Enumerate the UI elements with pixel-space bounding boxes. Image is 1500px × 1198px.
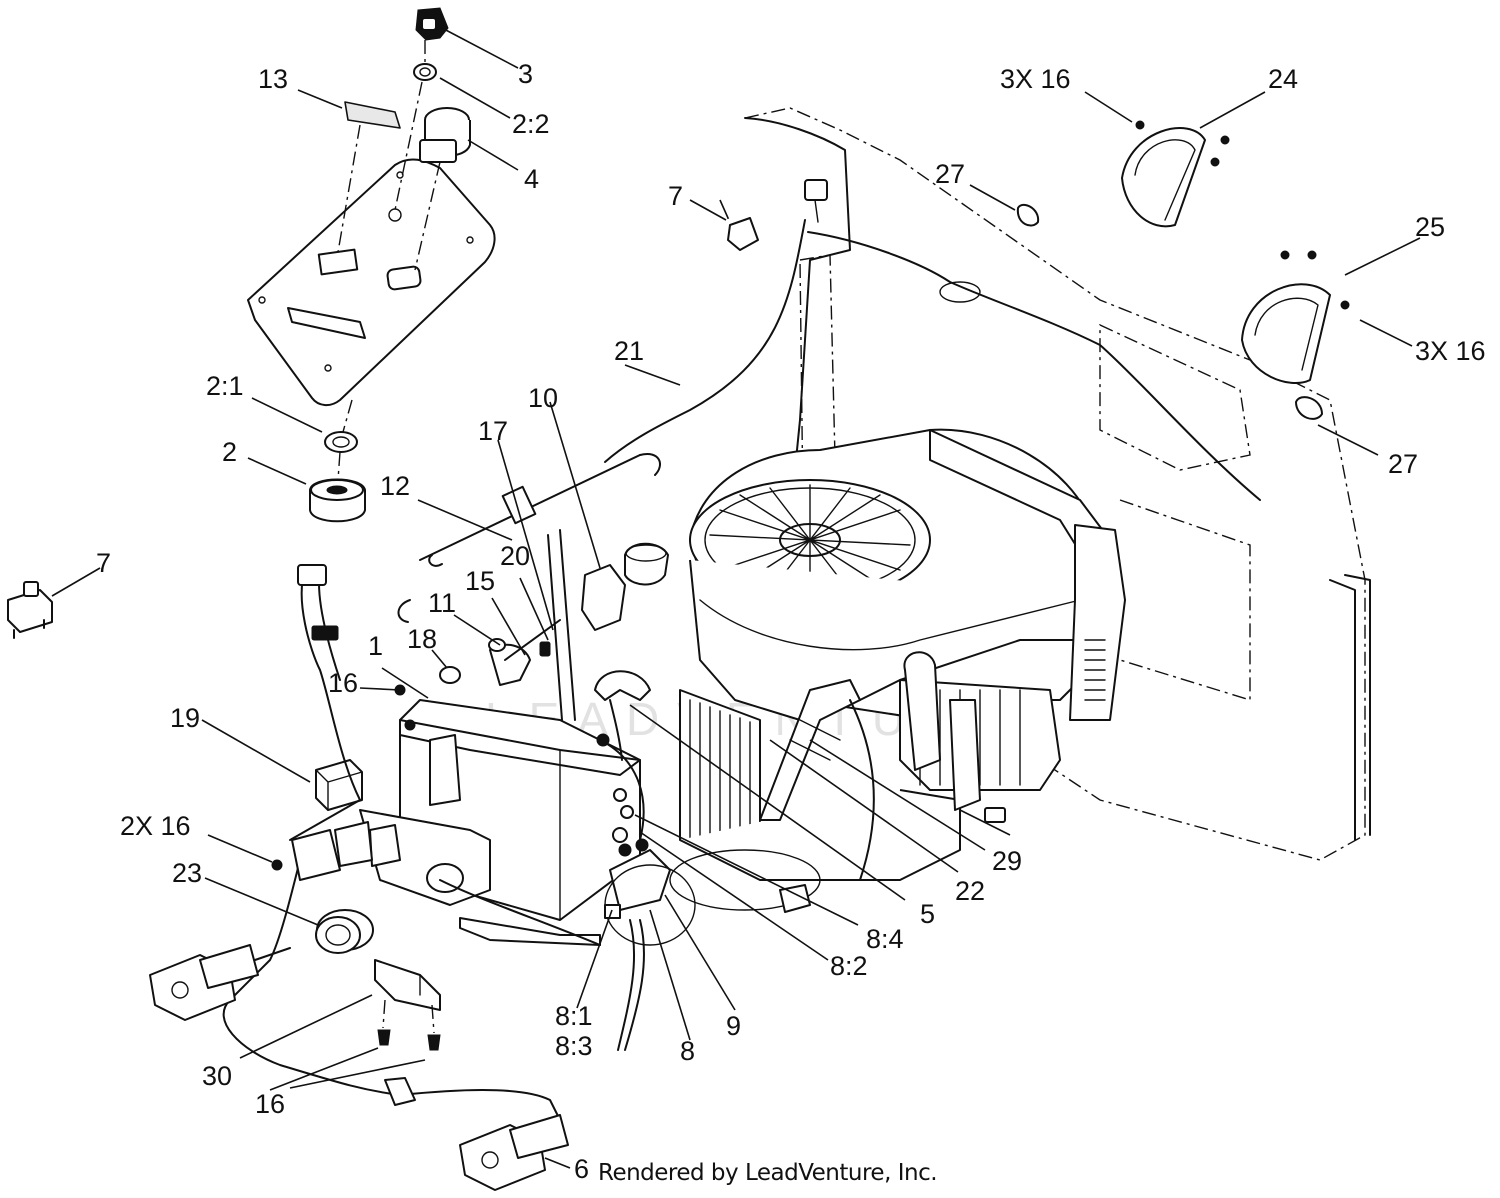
callout-2-1: 2:1 [206,371,244,401]
callout-20: 20 [500,541,530,571]
callout-8-3: 8:3 [555,1031,593,1061]
callout-8-2: 8:2 [830,951,868,981]
fuel-parts [394,529,669,721]
relay [315,759,363,811]
callout-2x16: 2X 16 [120,811,191,841]
callout-5: 5 [920,899,935,929]
callout-6: 6 [574,1154,589,1184]
callout-27-lower: 27 [1388,449,1418,479]
callout-22: 22 [955,876,985,906]
plunger-switch-lower-left [149,944,291,1021]
callout-9: 9 [726,1011,741,1041]
hood-latch-lower [1241,250,1350,420]
callout-8-4: 8:4 [866,924,904,954]
callout-16-upper: 16 [328,668,358,698]
callout-21: 21 [614,336,644,366]
callout-16-lower: 16 [255,1089,285,1119]
harness-upper [604,179,1261,501]
callout-8: 8 [680,1036,695,1066]
hour-meter [315,909,374,954]
plunger-switch-left [7,581,53,639]
callout-2-2: 2:2 [512,109,550,139]
callout-11: 11 [428,588,456,618]
callout-8-1: 8:1 [555,1001,593,1031]
callout-10: 10 [528,383,558,413]
engine [669,428,1126,911]
key-switch-parts [309,7,471,523]
control-plate [247,158,496,406]
callout-25: 25 [1415,212,1445,242]
leader-lines [51,27,1421,1169]
callout-27-upper: 27 [935,159,965,189]
callout-3x16-upper: 3X 16 [1000,64,1071,94]
callout-7-left: 7 [96,548,111,578]
callout-12: 12 [380,471,410,501]
connector-block [271,821,373,881]
callouts: 3 2:2 4 13 2:1 2 7 7 3X 16 24 27 25 3X 1… [96,59,1486,1184]
plunger-switch-bottom [384,1077,569,1191]
callout-7-upper: 7 [668,181,683,211]
callout-2: 2 [222,437,237,467]
callout-23: 23 [172,858,202,888]
callout-13: 13 [258,64,288,94]
hood-latch-upper [1016,120,1230,228]
harness-main [222,564,601,1121]
solenoid-assembly [604,788,696,1051]
callout-3: 3 [518,59,533,89]
callout-15: 15 [465,566,495,596]
callout-30: 30 [202,1061,232,1091]
callout-4: 4 [524,164,539,194]
callout-3x16-lower: 3X 16 [1415,336,1486,366]
callout-17: 17 [478,416,508,446]
callout-19: 19 [170,703,200,733]
callout-24: 24 [1268,64,1298,94]
callout-1: 1 [368,631,383,661]
callout-29: 29 [992,846,1022,876]
module-30 [374,959,441,1051]
engine-cables [594,670,875,913]
credit-text: Rendered by LeadVenture, Inc. [598,1160,938,1186]
callout-18: 18 [407,624,437,654]
